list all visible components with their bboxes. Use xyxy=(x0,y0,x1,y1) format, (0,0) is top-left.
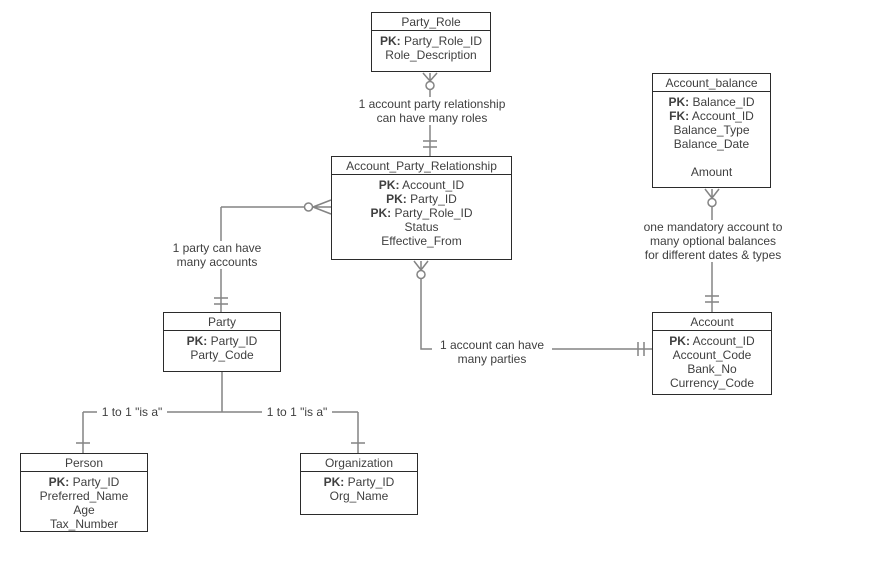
attribute-row: Role_Description xyxy=(385,48,477,62)
attribute-row: PK: Party_ID xyxy=(48,475,120,489)
attribute-row: Status xyxy=(404,220,439,234)
attribute-row: PK: Party_ID xyxy=(386,192,457,206)
attribute-row: Balance_Type xyxy=(673,123,750,137)
attribute-row: Account_Code xyxy=(672,348,752,362)
entity-title: Organization xyxy=(301,454,417,472)
attribute-row: Amount xyxy=(690,165,733,179)
attribute-row xyxy=(653,151,770,165)
attribute-row: PK: Party_ID xyxy=(323,475,395,489)
attribute-row: PK: Account_ID xyxy=(669,334,755,348)
entity-title: Person xyxy=(21,454,147,472)
relationship-label-isa-organization: 1 to 1 "is a" xyxy=(262,405,332,419)
entity-title: Account_balance xyxy=(653,74,770,92)
attribute-row: Balance_Date xyxy=(673,137,750,151)
attribute-row: Tax_Number xyxy=(49,517,119,531)
attribute-row: Currency_Code xyxy=(669,376,755,390)
attribute-row: FK: Account_ID xyxy=(669,109,754,123)
relationship-label-isa-person: 1 to 1 "is a" xyxy=(97,405,167,419)
attribute-row: Preferred_Name xyxy=(39,489,129,503)
attribute-row: PK: Party_Role_ID xyxy=(370,206,473,220)
entity-title: Account_Party_Relationship xyxy=(332,157,511,175)
relationship-label-partyrole-apr: 1 account party relationship can have ma… xyxy=(332,97,532,125)
entity-title: Account xyxy=(653,313,771,331)
attribute-row: PK: Account_ID xyxy=(378,178,465,192)
attribute-row: Bank_No xyxy=(687,362,737,376)
relationship-label-party-apr: 1 party can have many accounts xyxy=(157,241,277,269)
attribute-row: PK: Balance_ID xyxy=(668,95,755,109)
attribute-row: Org_Name xyxy=(329,489,389,503)
attribute-row: Age xyxy=(73,503,95,517)
relationship-label-apr-account: 1 account can have many parties xyxy=(432,338,552,366)
attribute-row: Party_Code xyxy=(190,348,254,362)
relationship-party-subtypes xyxy=(76,372,365,453)
relationship-apr-account xyxy=(413,260,652,356)
entity-account-party-relationship: Account_Party_Relationship PK: Account_I… xyxy=(331,156,512,260)
entity-title: Party xyxy=(164,313,280,331)
relationship-label-balance-account: one mandatory account to many optional b… xyxy=(628,220,798,262)
attribute-row: Effective_From xyxy=(381,234,462,248)
attribute-row: PK: Party_Role_ID xyxy=(379,34,483,48)
entity-title: Party_Role xyxy=(372,13,490,31)
attribute-row: PK: Party_ID xyxy=(186,334,258,348)
